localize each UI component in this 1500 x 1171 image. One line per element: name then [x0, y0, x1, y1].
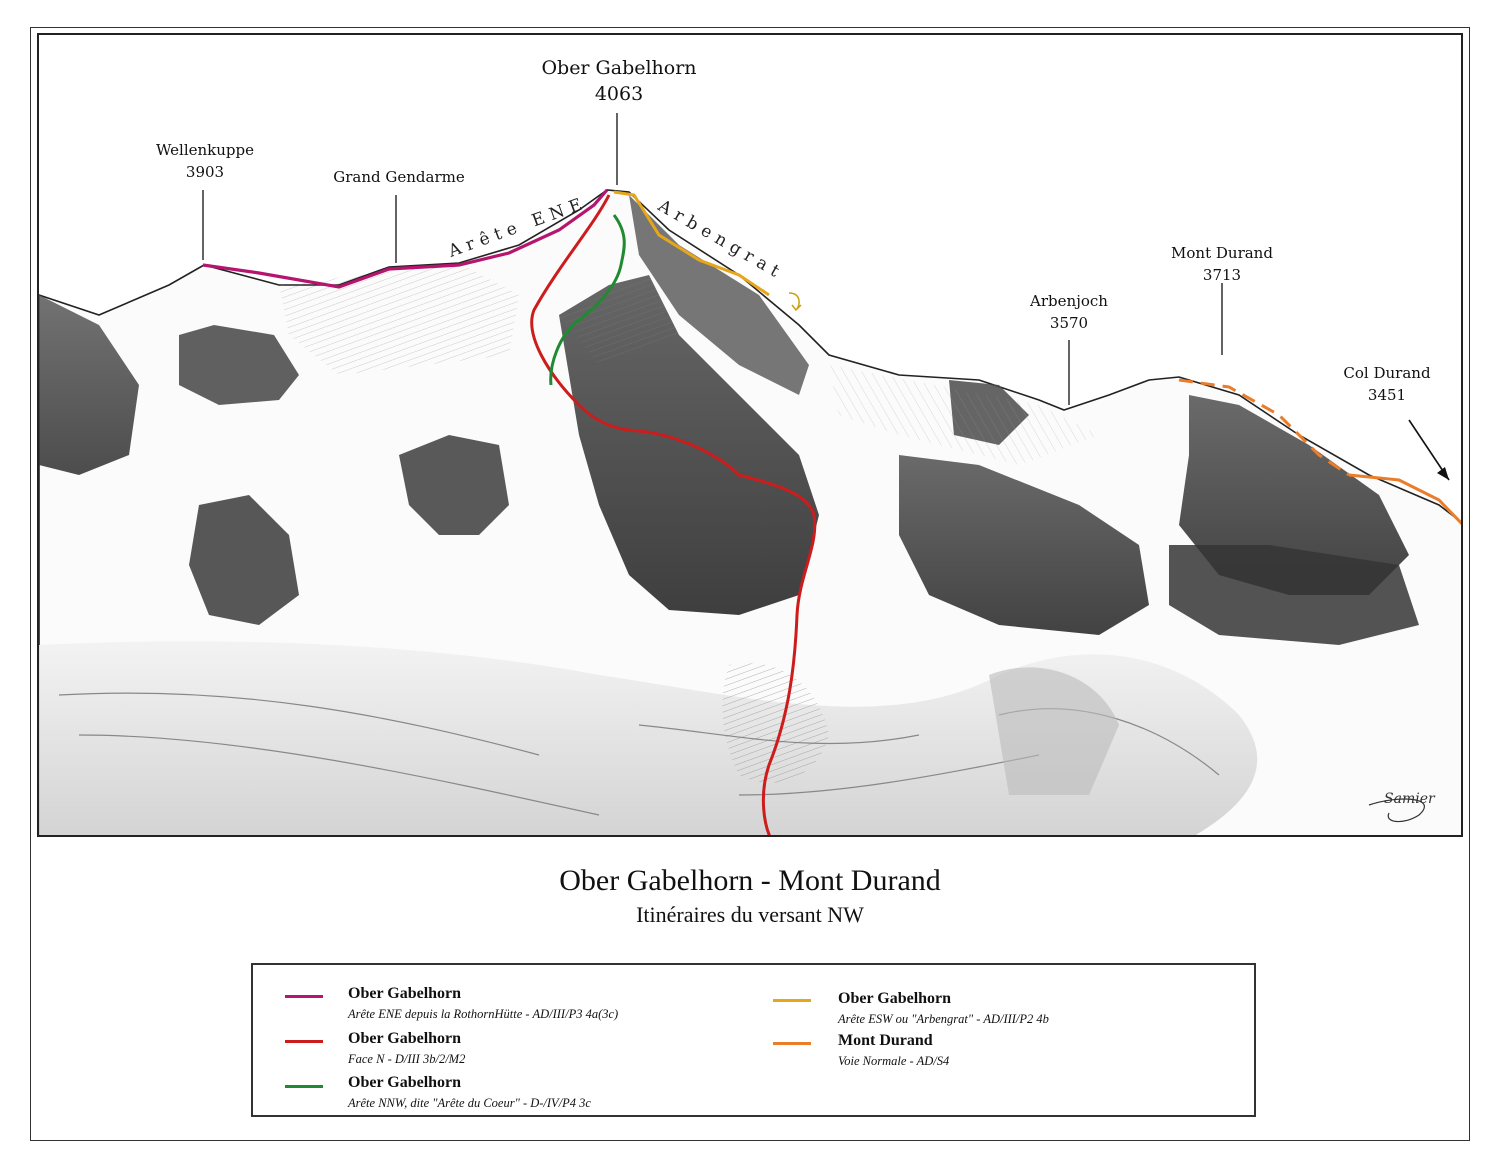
rock-durand-lower	[1169, 545, 1419, 645]
route-durand	[1348, 473, 1461, 526]
peak-label-grand-gendarme: Grand Gendarme	[319, 166, 479, 188]
peak-name-grand-gendarme: Grand Gendarme	[333, 168, 465, 186]
legend-desc: Face N - D/III 3b/2/M2	[348, 1052, 466, 1066]
drawing-svg: Arête ENE Arbengrat Samier	[39, 113, 1461, 835]
peak-label-ober-gabelhorn: Ober Gabelhorn 4063	[519, 55, 719, 107]
peak-alt-mont-durand: 3713	[1202, 266, 1242, 284]
legend-name: Ober Gabelhorn	[348, 985, 462, 1002]
peak-name-col-durand: Col Durand	[1343, 364, 1431, 382]
outer-frame	[30, 27, 1470, 1141]
mountain-drawing: Arête ENE Arbengrat Samier Ober Gabelhor…	[37, 33, 1463, 837]
rock-wellenkuppe	[179, 325, 299, 405]
legend-desc: Arête ESW ou "Arbengrat" - AD/III/P2 4b	[838, 1012, 1049, 1026]
peak-label-col-durand: Col Durand 3451	[1322, 362, 1452, 406]
legend-swatch-ene	[285, 995, 323, 998]
peak-label-wellenkuppe: Wellenkuppe 3903	[135, 139, 275, 183]
route-north-face	[530, 194, 817, 835]
legend-name: Ober Gabelhorn	[838, 990, 952, 1007]
legend-desc: Voie Normale - AD/S4	[838, 1054, 950, 1068]
peak-alt-wellenkuppe: 3903	[185, 163, 225, 181]
legend-name: Ober Gabelhorn	[348, 1030, 462, 1047]
rock-left	[39, 295, 139, 475]
legend: Ober Gabelhorn Arête ENE depuis la Rotho…	[251, 963, 1256, 1117]
legend-name: Ober Gabelhorn	[348, 1074, 462, 1091]
route-durand-dashed	[1178, 378, 1350, 477]
arrowhead-col-durand	[1437, 467, 1449, 480]
peak-alt-ober-gabelhorn: 4063	[594, 83, 644, 105]
legend-desc: Arête ENE depuis la RothornHütte - AD/II…	[348, 1007, 619, 1021]
shade-slope-left	[279, 263, 519, 375]
legend-name: Mont Durand	[838, 1032, 933, 1049]
peak-name-wellenkuppe: Wellenkuppe	[155, 141, 255, 159]
route-nnw	[549, 214, 626, 386]
peak-alt-col-durand: 3451	[1367, 386, 1407, 404]
legend-swatch-nnw	[285, 1085, 323, 1088]
route-ene	[202, 188, 609, 289]
rock-right-buttress	[899, 455, 1149, 635]
shade-face	[559, 275, 679, 365]
peak-label-mont-durand: Mont Durand 3713	[1152, 242, 1292, 286]
legend-swatch-durand	[773, 1042, 811, 1045]
peak-label-arbenjoch: Arbenjoch 3570	[1009, 290, 1129, 334]
peak-alt-arbenjoch: 3570	[1049, 314, 1089, 332]
peak-name-mont-durand: Mont Durand	[1171, 244, 1273, 262]
peak-name-arbenjoch: Arbenjoch	[1030, 292, 1108, 310]
rock-middle	[399, 435, 509, 535]
rock-lower-left	[189, 495, 299, 625]
peak-name-ober-gabelhorn: Ober Gabelhorn	[541, 57, 697, 79]
glacier-dark	[722, 663, 829, 783]
legend-swatch-arbengrat	[773, 999, 811, 1002]
legend-swatch-north-face	[285, 1040, 323, 1043]
arbengrat-arrow	[788, 292, 802, 312]
map-title: Ober Gabelhorn - Mont Durand	[559, 864, 941, 897]
map-subtitle: Itinéraires du versant NW	[636, 902, 864, 927]
route-arbengrat	[613, 190, 770, 297]
glacier	[39, 641, 1258, 835]
shade-slope-right	[829, 365, 1099, 465]
glacier-right	[989, 667, 1119, 795]
signature-flourish	[1368, 798, 1425, 823]
legend-desc: Arête NNW, dite "Arête du Coeur" - D-/IV…	[348, 1096, 591, 1110]
